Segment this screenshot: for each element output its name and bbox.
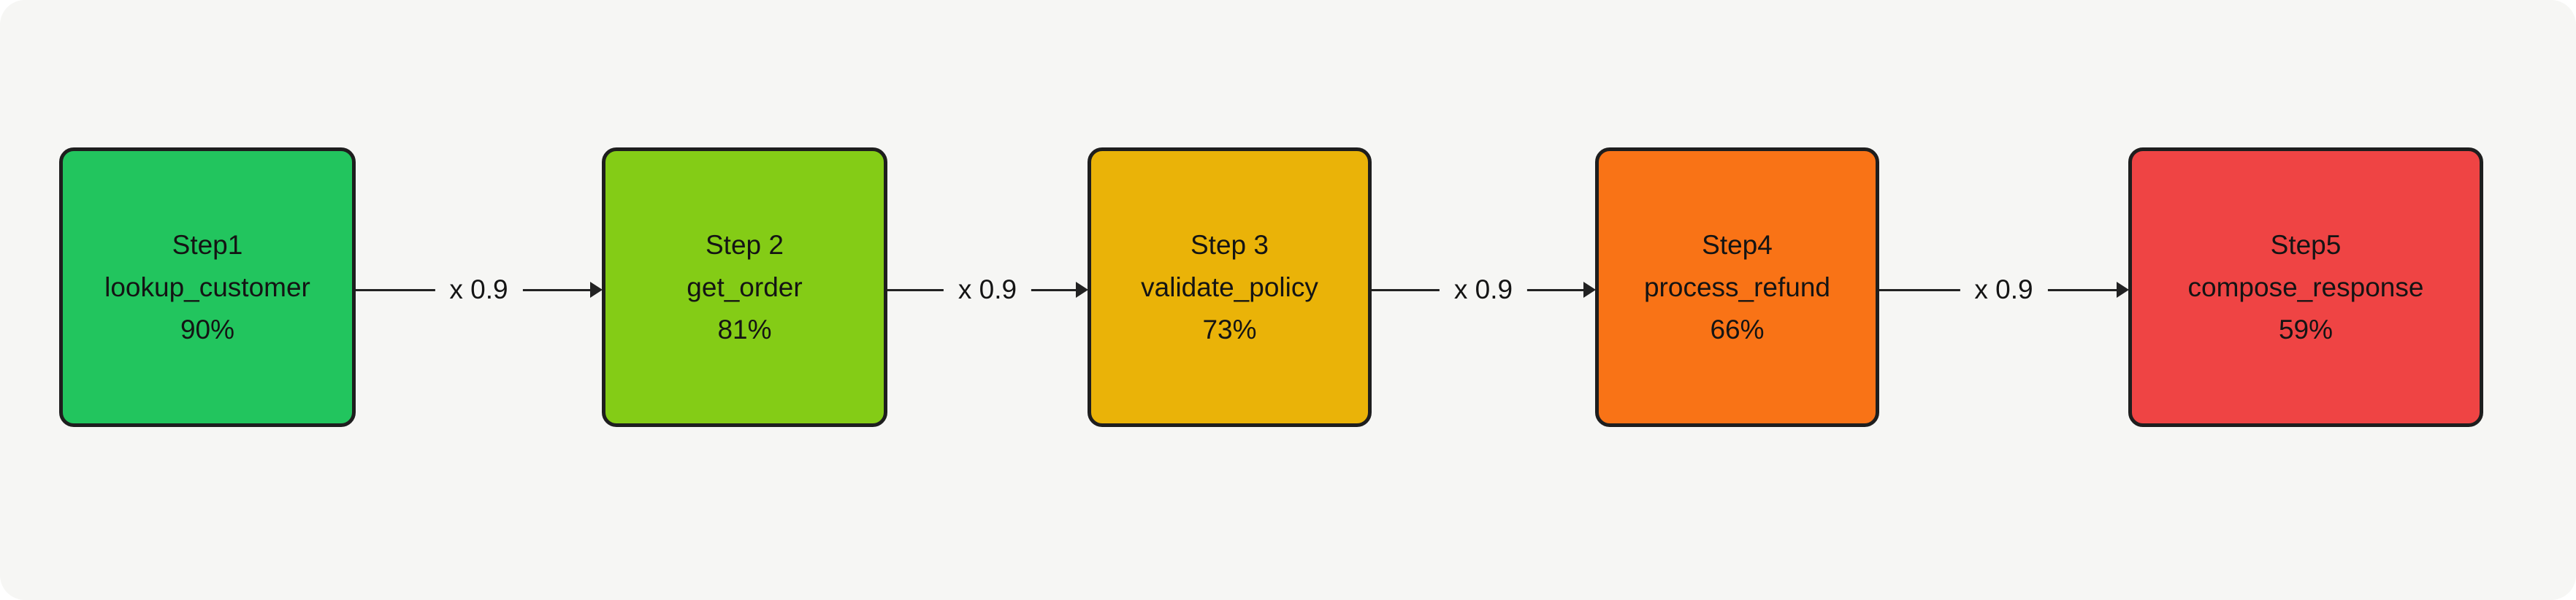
step-success-rate: 66% — [1710, 314, 1765, 345]
step-success-rate: 73% — [1202, 314, 1257, 345]
flow-step-node: Step1 lookup_customer 90% — [59, 147, 356, 427]
arrow-multiplier-label: x 0.9 — [1960, 272, 2048, 308]
arrow-multiplier-label: x 0.9 — [1439, 272, 1528, 308]
arrowhead-icon — [590, 282, 603, 298]
flow-step-node: Step5 compose_response 59% — [2128, 147, 2483, 427]
step-title: Step1 — [172, 229, 243, 260]
step-title: Step 3 — [1190, 229, 1269, 260]
step-success-rate: 59% — [2278, 314, 2334, 345]
step-function-name: get_order — [687, 272, 803, 302]
arrowhead-icon — [1583, 282, 1596, 298]
step-function-name: lookup_customer — [104, 272, 310, 302]
arrow-multiplier-label: x 0.9 — [943, 272, 1032, 308]
flow-step-node: Step 3 validate_policy 73% — [1088, 147, 1372, 427]
flow-step-node: Step 2 get_order 81% — [602, 147, 887, 427]
step-function-name: validate_policy — [1141, 272, 1318, 302]
step-success-rate: 90% — [180, 314, 235, 345]
step-success-rate: 81% — [717, 314, 772, 345]
step-title: Step 2 — [706, 229, 784, 260]
step-function-name: process_refund — [1643, 272, 1831, 302]
arrowhead-icon — [2117, 282, 2129, 298]
arrow-multiplier-label: x 0.9 — [435, 272, 523, 308]
step-function-name: compose_response — [2187, 272, 2424, 302]
step-title: Step4 — [1702, 229, 1773, 260]
flow-step-node: Step4 process_refund 66% — [1595, 147, 1879, 427]
step-title: Step5 — [2270, 229, 2342, 260]
arrowhead-icon — [1076, 282, 1088, 298]
